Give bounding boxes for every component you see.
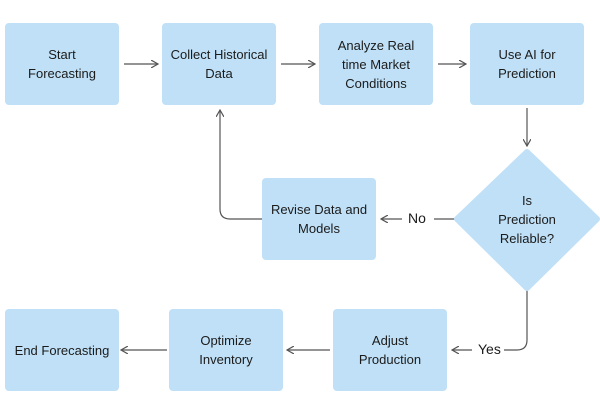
node-analyze-market: Analyze Real time Market Conditions	[319, 23, 433, 105]
node-optimize-inventory: Optimize Inventory	[169, 309, 283, 391]
arrow-decision-to-adjust-line	[504, 290, 528, 351]
edge-label-no: No	[408, 210, 426, 226]
node-end-forecasting: End Forecasting	[5, 309, 119, 391]
decision-diamond	[454, 149, 600, 291]
node-adjust-production: Adjust Production	[333, 309, 447, 391]
node-collect-historical-data: Collect Historical Data	[162, 23, 276, 105]
node-start-forecasting: Start Forecasting	[5, 23, 119, 105]
node-revise-data-models: Revise Data and Models	[262, 178, 376, 260]
decision-label: Is Prediction Reliable?	[498, 192, 556, 246]
edge-label-yes: Yes	[478, 341, 501, 357]
arrow-revise-to-collect	[220, 110, 262, 220]
node-use-ai: Use AI for Prediction	[470, 23, 584, 105]
